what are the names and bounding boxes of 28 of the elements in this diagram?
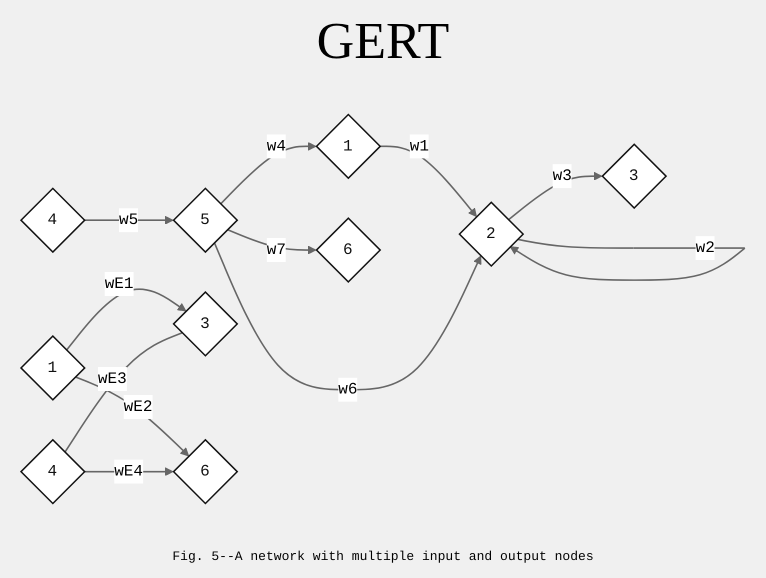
node-diamond: 3 — [601, 143, 668, 210]
edge-label: w1 — [410, 137, 429, 156]
edge-label: w5 — [119, 211, 138, 230]
arrow — [74, 376, 190, 456]
arrow — [66, 288, 186, 351]
node-diamond: 4 — [20, 438, 86, 505]
node-diamond: 5 — [172, 187, 238, 254]
node-diamond: 1 — [20, 335, 86, 401]
node-diamond: 6 — [172, 438, 238, 505]
edge-label: wE3 — [98, 370, 127, 388]
arrow — [214, 242, 482, 390]
node-diamond: 4 — [20, 187, 86, 254]
edge-label: wE1 — [104, 275, 134, 294]
edge-label: w4 — [266, 137, 286, 156]
connector — [64, 332, 182, 453]
edge-label: w6 — [338, 380, 358, 399]
edge-label: w2 — [696, 239, 715, 258]
edge-label: w3 — [552, 167, 572, 186]
arrow — [380, 146, 477, 217]
edge-label: wE4 — [114, 462, 144, 481]
node-diamond: 2 — [458, 201, 524, 268]
title: GERT — [316, 12, 450, 71]
caption: Fig. 5--A network with multiple input and output nodes — [172, 549, 594, 564]
node-diamond: 6 — [315, 217, 382, 283]
edge-label: wE2 — [124, 398, 152, 416]
node-diamond: 1 — [315, 113, 382, 180]
edge-label: w7 — [266, 241, 286, 260]
node-diamond: 3 — [172, 291, 238, 357]
